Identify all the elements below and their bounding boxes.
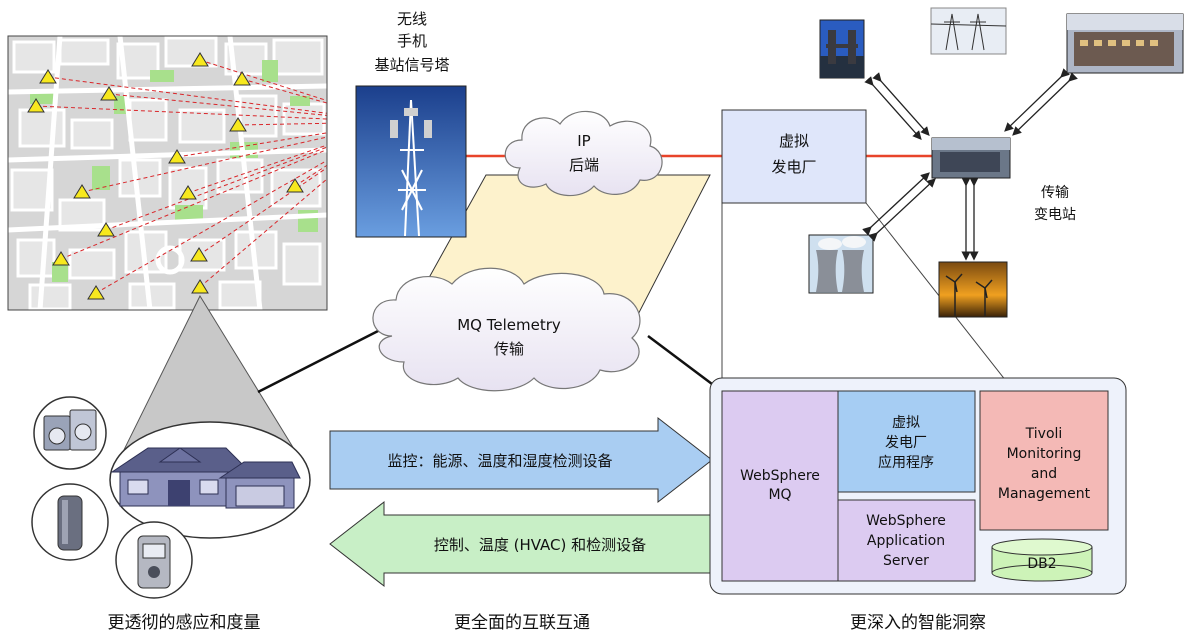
backend-label: 后端 bbox=[569, 156, 599, 174]
house-icon bbox=[110, 447, 301, 509]
tivoli-label-2: Monitoring bbox=[1007, 446, 1082, 462]
city-map bbox=[8, 36, 327, 310]
cell-tower-image bbox=[355, 85, 467, 238]
vpp-app-label-1: 虚拟 bbox=[892, 415, 920, 431]
websphere-mq-label-2: MQ bbox=[768, 487, 791, 503]
control-arrow bbox=[329, 500, 713, 588]
thermostat-icon bbox=[115, 521, 193, 599]
bridge-image bbox=[819, 19, 865, 79]
vpp-app-box bbox=[837, 390, 976, 493]
ip-label: IP bbox=[577, 132, 590, 150]
mq-transport-label: 传输 bbox=[494, 340, 524, 358]
was-label-3: Server bbox=[883, 553, 929, 569]
tivoli-label-1: Tivoli bbox=[1025, 426, 1063, 442]
substation-label-2: 变电站 bbox=[1034, 207, 1076, 223]
factory-image bbox=[1066, 13, 1184, 74]
substation-label-1: 传输 bbox=[1041, 185, 1069, 201]
caption-left: 更透彻的感应和度量 bbox=[108, 613, 261, 633]
black-links bbox=[257, 328, 721, 394]
vpp-app-label-3: 应用程序 bbox=[878, 454, 934, 471]
db2-cylinder bbox=[991, 538, 1093, 582]
sensor-markers bbox=[27, 52, 304, 300]
tivoli-label-4: Management bbox=[998, 486, 1091, 502]
washer-icon bbox=[33, 396, 107, 470]
control-arrow-label: 控制、温度 (HVAC) 和检测设备 bbox=[434, 536, 646, 554]
monitor-arrow-label: 监控：能源、温度和湿度检测设备 bbox=[387, 452, 612, 470]
virtual-plant-box bbox=[721, 109, 867, 204]
tower-label-3: 基站信号塔 bbox=[374, 56, 449, 74]
wind-farm-image bbox=[938, 261, 1008, 318]
water-heater-icon bbox=[31, 483, 109, 561]
caption-middle: 更全面的互联互通 bbox=[454, 613, 590, 633]
caption-right: 更深入的智能洞察 bbox=[850, 613, 986, 633]
virtual-plant-label-2: 发电厂 bbox=[771, 158, 816, 176]
db2-label: DB2 bbox=[1027, 556, 1056, 572]
websphere-mq-label-1: WebSphere bbox=[740, 468, 820, 484]
mq-telemetry-cloud bbox=[372, 267, 641, 392]
grid-arrows bbox=[862, 68, 1078, 261]
nuclear-plant-image bbox=[808, 234, 874, 294]
city-map-frame bbox=[7, 35, 328, 311]
was-label-1: WebSphere bbox=[866, 513, 946, 529]
tivoli-label-3: and bbox=[1031, 466, 1057, 482]
tower-label-2: 手机 bbox=[397, 32, 427, 50]
was-box bbox=[837, 499, 976, 582]
vpp-app-label-2: 发电厂 bbox=[885, 435, 927, 451]
substation-image bbox=[931, 137, 1011, 179]
virtual-plant-label-1: 虚拟 bbox=[779, 132, 809, 150]
monitor-arrow bbox=[329, 416, 713, 504]
was-label-2: Application bbox=[867, 533, 945, 549]
ip-backend-cloud bbox=[504, 110, 663, 197]
tivoli-box bbox=[979, 390, 1109, 531]
tower-label-1: 无线 bbox=[397, 10, 427, 28]
websphere-mq-box bbox=[721, 390, 839, 582]
power-lines-image bbox=[930, 7, 1007, 55]
mq-telemetry-label: MQ Telemetry bbox=[457, 316, 561, 334]
